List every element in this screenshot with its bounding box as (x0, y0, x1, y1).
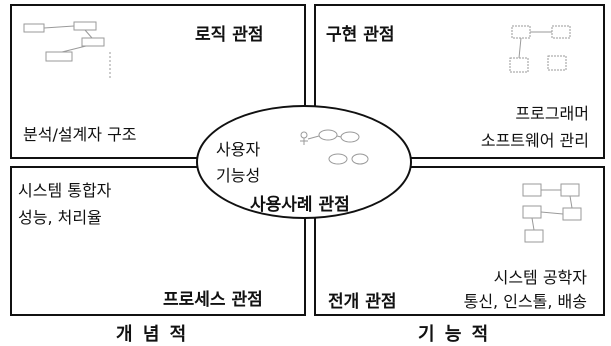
deployment-diagram-thumbnail (522, 183, 582, 243)
implementation-view-caption-1: 프로그래머 (515, 104, 589, 123)
deployment-view-caption-2: 통신, 인스톨, 배송 (463, 292, 587, 311)
process-view-title: 프로세스 관점 (163, 290, 263, 310)
implementation-view-caption-2: 소프트웨어 관리 (480, 131, 589, 150)
logic-view-box: 로직 관점 분석/설계자 구조 (10, 4, 306, 159)
use-case-diagram-thumbnail (300, 129, 369, 165)
functional-label: 기 능 적 (418, 324, 491, 345)
class-diagram-thumbnail (23, 21, 111, 78)
logic-view-caption: 분석/설계자 구조 (23, 125, 137, 144)
component-diagram-thumbnail (509, 25, 571, 73)
use-case-view-title: 사용사례 관점 (250, 195, 350, 215)
process-view-box: 시스템 통합자 성능, 처리율 프로세스 관점 (10, 166, 306, 316)
process-view-caption-2: 성능, 처리율 (18, 208, 102, 227)
process-view-caption-1: 시스템 통합자 (18, 181, 112, 200)
deployment-view-caption-1: 시스템 공학자 (493, 268, 587, 287)
implementation-view-title: 구현 관점 (326, 25, 395, 45)
use-case-view-ellipse: 사용자 기능성 사용사례 관점 (196, 105, 412, 219)
conceptual-label: 개 념 적 (116, 324, 189, 345)
use-case-view-line-2: 기능성 (216, 166, 261, 185)
use-case-view-line-1: 사용자 (216, 140, 261, 159)
deployment-view-title: 전개 관점 (328, 292, 397, 312)
logic-view-title: 로직 관점 (195, 25, 264, 45)
